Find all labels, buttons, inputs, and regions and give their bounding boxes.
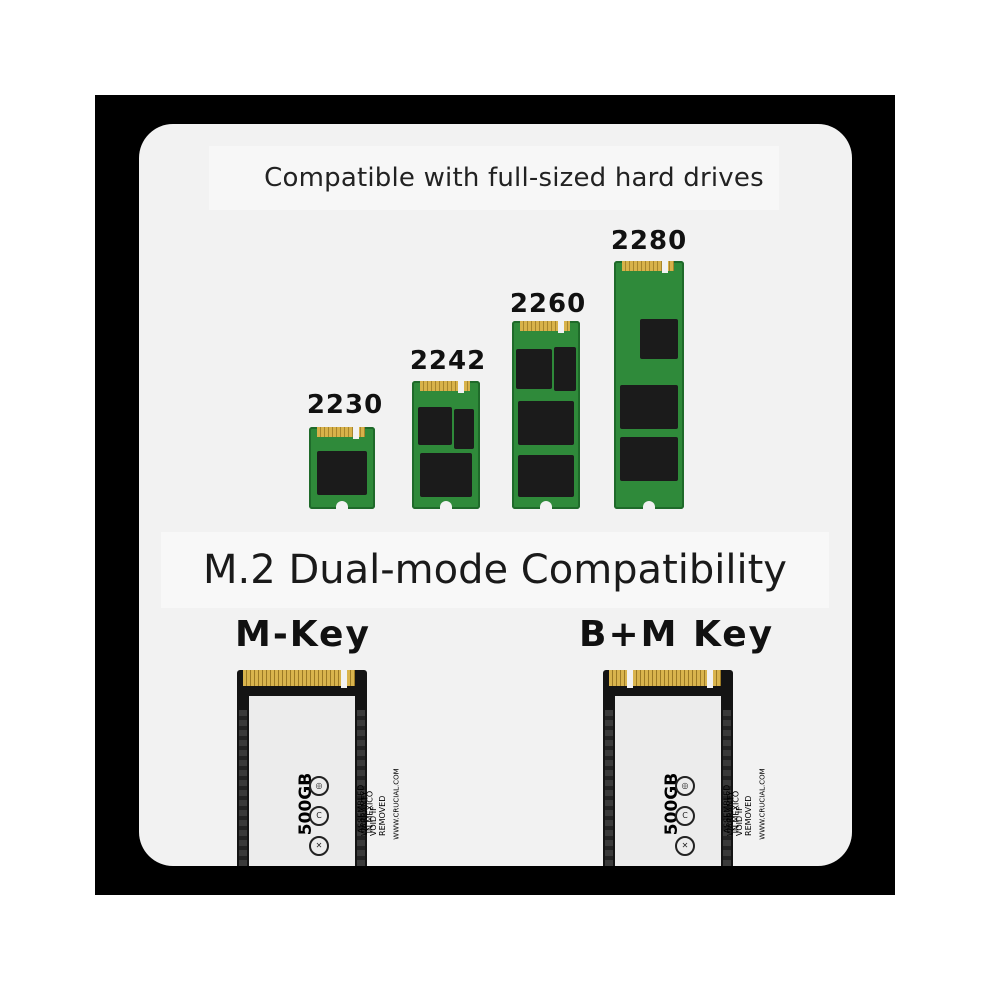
ssd-module-2230: [309, 427, 375, 509]
ssd-module-2242: [412, 381, 480, 509]
size-label-2280: 2280: [610, 226, 688, 256]
bm-key-label: B+M Key: [579, 614, 775, 655]
recycle-icon: ✕: [309, 836, 329, 856]
ssd-label-sticker: 500GB 2280 ◎ C ✕ e ASSEMBLED IN MEXICO W…: [615, 696, 767, 866]
compatibility-text: Compatible with full-sized hard drives: [264, 163, 764, 193]
dual-mode-banner: M.2 Dual-mode Compatibility: [161, 532, 829, 608]
m-key-ssd: 500GB 2280 ◎ C ✕ e ASSEMBLED IN MEXICO W…: [237, 670, 401, 866]
warranty-text: WARRANTY VOID IF REMOVED: [359, 791, 387, 836]
product-card: Compatible with full-sized hard drives 2…: [139, 124, 852, 866]
size-label-2242: 2242: [409, 346, 487, 376]
ce-mark-icon: C: [309, 806, 329, 826]
bm-key-ssd: 500GB 2280 ◎ C ✕ e ASSEMBLED IN MEXICO W…: [603, 670, 767, 866]
warranty-text: WARRANTY VOID IF REMOVED: [725, 791, 753, 836]
certification-icon: ◎: [675, 776, 695, 796]
m-key-label: M-Key: [235, 614, 371, 655]
recycle-icon: ✕: [675, 836, 695, 856]
certification-icon: ◎: [309, 776, 329, 796]
ssd-module-2280: [614, 261, 684, 509]
ssd-module-2260: [512, 321, 580, 509]
size-label-2260: 2260: [509, 289, 587, 319]
ssd-label-sticker: 500GB 2280 ◎ C ✕ e ASSEMBLED IN MEXICO W…: [249, 696, 401, 866]
compatibility-banner: Compatible with full-sized hard drives: [209, 146, 779, 210]
size-label-2230: 2230: [306, 390, 384, 420]
ce-mark-icon: C: [675, 806, 695, 826]
website-text: WWW.CRUCIAL.COM: [392, 768, 401, 840]
website-text: WWW.CRUCIAL.COM: [758, 768, 767, 840]
dual-mode-text: M.2 Dual-mode Compatibility: [203, 547, 787, 593]
